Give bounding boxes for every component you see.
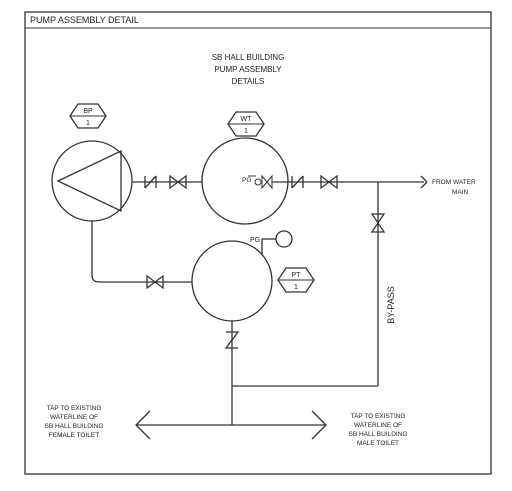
source-label-line-1: FROM WATER bbox=[432, 179, 476, 186]
right-note-line-4: MALE TOILET bbox=[357, 440, 399, 447]
upper-gauge-label: PG bbox=[242, 177, 251, 184]
bypass-label: BY-PASS bbox=[386, 286, 396, 324]
tag-pump-bp1: BP 1 bbox=[69, 103, 107, 129]
tag-tank-upper-number: 1 bbox=[244, 128, 248, 135]
distribution-header bbox=[135, 410, 327, 440]
tag-pump-code: BP bbox=[83, 108, 93, 115]
right-note-line-1: TAP TO EXISTING bbox=[351, 413, 406, 420]
bypass-line bbox=[232, 182, 386, 387]
pressure-gauge-label: PG bbox=[250, 237, 260, 244]
float-valve-assembly bbox=[248, 174, 273, 190]
tag-pump-number: 1 bbox=[86, 120, 90, 127]
source-label-line-2: MAIN bbox=[452, 189, 469, 196]
pressure-tank-lower bbox=[191, 240, 273, 322]
right-note-line-2: WATERLINE OF bbox=[354, 422, 402, 429]
water-tank-upper bbox=[201, 137, 289, 225]
pressure-gauge bbox=[261, 230, 293, 255]
right-note-line-3: SB HALL BUILDING bbox=[348, 431, 407, 438]
pipe-pump-to-tank bbox=[132, 174, 202, 190]
drawing-border bbox=[24, 11, 492, 475]
heading-line-3: DETAILS bbox=[232, 77, 265, 86]
heading-line-1: SB HALL BUILDING bbox=[212, 53, 285, 62]
tag-tank-wt1: WT 1 bbox=[227, 111, 265, 137]
tag-tank-lower-code: PT bbox=[292, 272, 302, 279]
pipe-pump-to-pressure-tank bbox=[91, 221, 192, 290]
tag-tank-upper-code: WT bbox=[241, 116, 253, 123]
heading-line-2: PUMP ASSEMBLY bbox=[214, 65, 282, 74]
drawing-title: PUMP ASSEMBLY DETAIL bbox=[30, 15, 139, 25]
drawing-heading: SB HALL BUILDING PUMP ASSEMBLY DETAILS bbox=[212, 53, 285, 86]
left-tap-note: TAP TO EXISTING WATERLINE OF SB HALL BUI… bbox=[44, 405, 103, 439]
right-tap-note: TAP TO EXISTING WATERLINE OF SB HALL BUI… bbox=[348, 413, 407, 447]
left-note-line-3: SB HALL BUILDING bbox=[44, 423, 103, 430]
left-note-line-2: WATERLINE OF bbox=[50, 414, 98, 421]
booster-pump bbox=[51, 140, 133, 222]
left-note-line-1: TAP TO EXISTING bbox=[47, 405, 102, 412]
tag-tank-pt1: PT 1 bbox=[277, 267, 315, 293]
riser-pipe bbox=[224, 321, 240, 425]
left-note-line-4: FEMALE TOILET bbox=[49, 432, 99, 439]
tag-tank-lower-number: 1 bbox=[294, 284, 298, 291]
pipe-tank-to-main bbox=[272, 174, 428, 190]
